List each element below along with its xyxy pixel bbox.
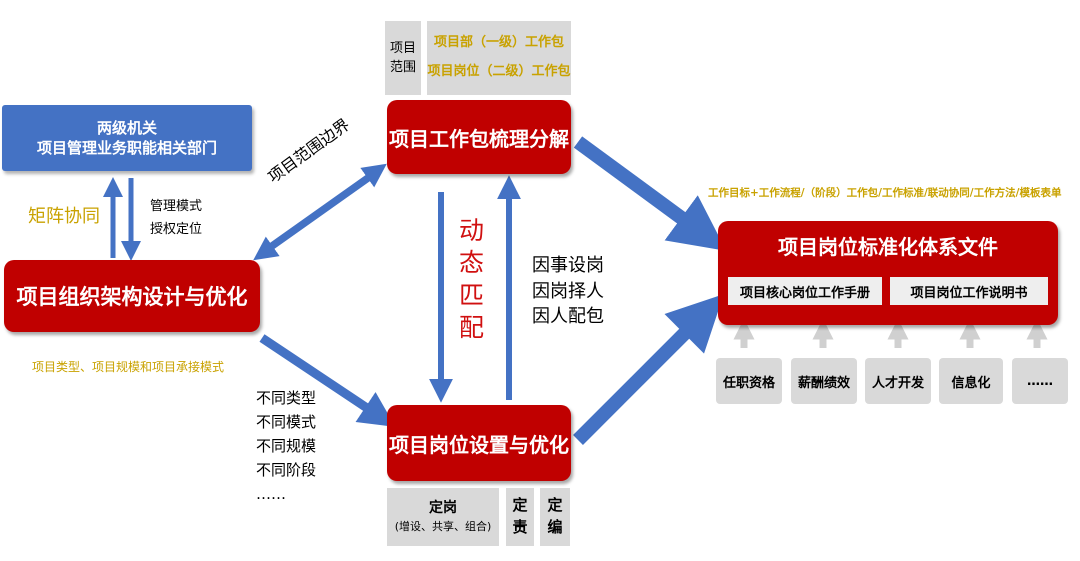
dynamic-char-4: 配 [459, 312, 485, 342]
dingze-char-1: 定 [512, 496, 528, 515]
dingze-box: 定 责 [506, 488, 534, 546]
standard-system-box: 项目岗位标准化体系文件 项目核心岗位工作手册 项目岗位工作说明书 [718, 221, 1058, 325]
position-setup-box: 项目岗位设置与优化 [387, 405, 571, 481]
arrow-position-to-standard [573, 294, 724, 445]
standard-header: 工作目标+工作流程/（阶段）工作包/工作标准/联动协同/工作方法/模板表单 [708, 187, 1062, 199]
matrix-label: 矩阵协同 [28, 206, 100, 227]
support-qualification: 任职资格 [716, 358, 782, 404]
scope-line1: 项目 [389, 40, 416, 56]
dynamic-char-1: 动 [459, 216, 485, 245]
standard-system-title: 项目岗位标准化体系文件 [778, 235, 998, 259]
departments-line1: 两级机关 [96, 118, 157, 137]
mgmt-line1: 管理模式 [150, 199, 203, 214]
diff-line-1: 不同类型 [256, 389, 317, 407]
workpack-levels-box: 项目部（一级）工作包 项目岗位（二级）工作包 [427, 21, 571, 95]
support-more: …… [1012, 358, 1068, 404]
dingze-char-2: 责 [512, 518, 528, 536]
mgmt-label: 管理模式 授权定位 [150, 196, 202, 242]
workpack-decomp-box: 项目工作包梳理分解 [387, 100, 571, 174]
dynamic-match-label: 动 态 匹 配 [459, 216, 485, 342]
dinggang-title: 定岗 [429, 500, 457, 517]
support-talent: 人才开发 [865, 358, 931, 404]
arrow-to-org [253, 173, 374, 261]
support-informatization: 信息化 [939, 358, 1003, 404]
scope-line2: 范围 [389, 60, 416, 75]
match-line-3: 因人配包 [532, 306, 604, 328]
departments-box: 两级机关 项目管理业务职能相关部门 [2, 105, 252, 171]
dynamic-char-2: 态 [459, 248, 485, 278]
diff-line-2: 不同模式 [256, 413, 317, 431]
diff-line-3: 不同规模 [256, 437, 317, 455]
dingbian-char-1: 定 [547, 496, 563, 515]
dinggang-sub: (增设、共享、组合) [394, 520, 492, 534]
dingbian-box: 定 编 [540, 488, 570, 546]
diff-line-4: 不同阶段 [256, 461, 317, 479]
core-manual-box: 项目核心岗位工作手册 [728, 277, 882, 305]
match-line-1: 因事设岗 [532, 255, 604, 276]
workpack-level1: 项目部（一级）工作包 [433, 35, 564, 51]
job-spec-box: 项目岗位工作说明书 [890, 277, 1048, 305]
mgmt-line2: 授权定位 [150, 221, 203, 237]
scope-box: 项目 范围 [385, 21, 421, 95]
diff-line-5: …… [256, 485, 286, 503]
dingbian-char-2: 编 [547, 518, 563, 536]
difference-lines: 不同类型 不同模式 不同规模 不同阶段 …… [256, 386, 316, 506]
match-line-2: 因岗择人 [532, 280, 604, 302]
departments-line2: 项目管理业务职能相关部门 [36, 139, 217, 157]
org-note: 项目类型、项目规模和项目承接模式 [32, 360, 225, 374]
match-lines: 因事设岗 因岗择人 因人配包 [532, 253, 604, 330]
arrow-org-to-position [259, 334, 396, 427]
workpack-level2: 项目岗位（二级）工作包 [427, 64, 571, 79]
dinggang-box: 定岗 (增设、共享、组合) [387, 488, 499, 546]
dynamic-char-3: 匹 [459, 280, 485, 310]
org-design-box: 项目组织架构设计与优化 [4, 260, 260, 332]
arrow-workpack-to-standard [573, 136, 727, 251]
support-compensation: 薪酬绩效 [791, 358, 857, 404]
